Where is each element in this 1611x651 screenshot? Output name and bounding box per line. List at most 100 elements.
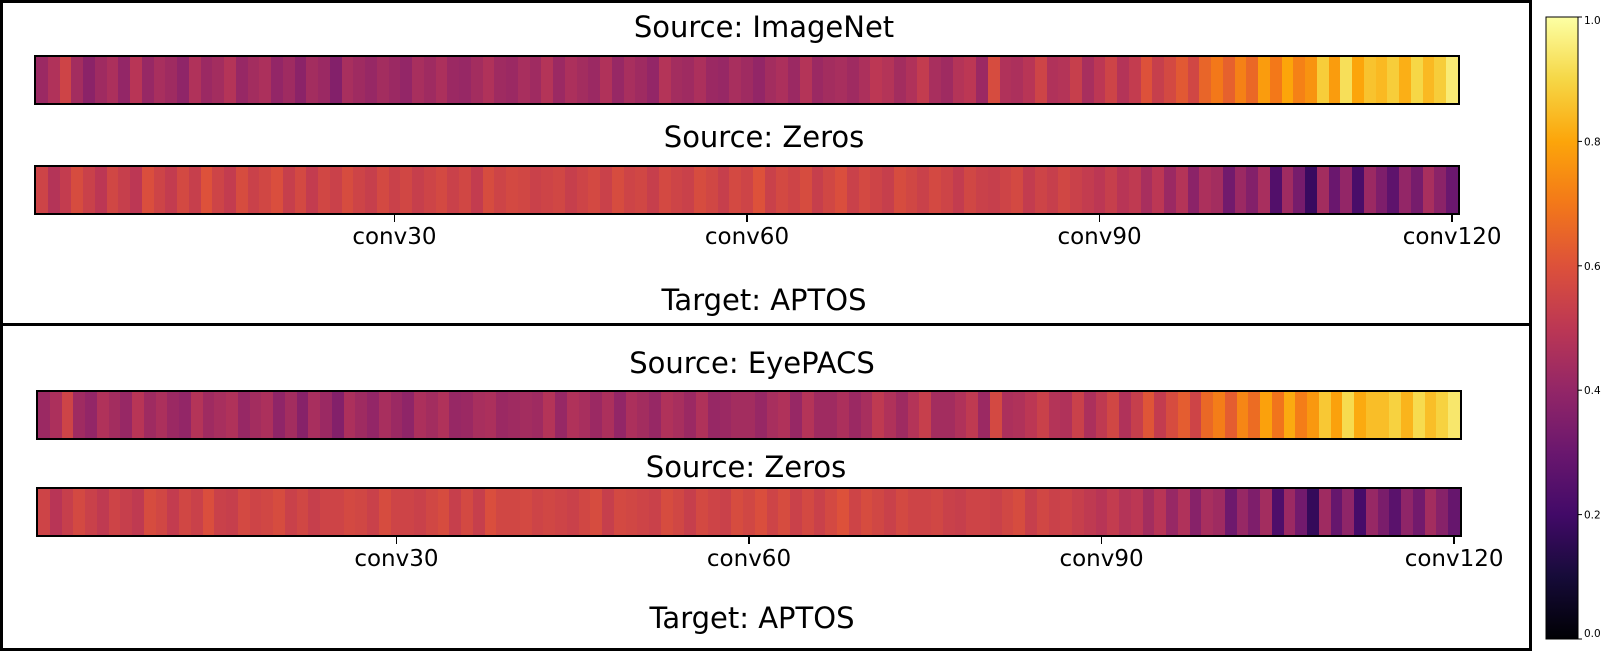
heatmap-cell [459,167,471,213]
heatmap-cell [611,167,624,213]
heatmap-cell [1013,489,1025,535]
x-tick-label: conv60 [706,546,792,572]
heatmap-cell [155,489,168,535]
heatmap-cell [788,167,800,213]
heatmap-cell [776,167,788,213]
heatmap-cell [1175,57,1188,103]
heatmap-cell [1095,489,1108,535]
heatmap-cell [1095,392,1108,438]
heatmap-cell [999,167,1012,213]
heatmap-cell [367,489,379,535]
heatmap-cell [367,392,379,438]
heatmap-cell [470,167,483,213]
heatmap-cell [952,167,965,213]
heatmap-cell [940,57,953,103]
heatmap-cell [73,392,85,438]
row-title-imagenet: Source: ImageNet [633,10,895,44]
heatmap-cell [1142,489,1155,535]
colorbar: 0.00.20.40.60.81.0 [1545,16,1601,640]
heatmap-cell [1424,489,1437,535]
heatmap-cell [684,489,696,535]
heatmap-cell [212,167,224,213]
panel-target-aptos-2 [0,323,1532,651]
heatmap-cell [1354,392,1366,438]
x-tick-mark [1098,215,1101,222]
heatmap-cell [130,57,142,103]
heatmap-cell [261,489,273,535]
heatmap-cell [588,167,600,213]
heatmap-cell [120,392,132,438]
heatmap-cell [837,489,849,535]
heatmap-cell [47,57,60,103]
heatmap-cell [400,57,412,103]
heatmap-cell [284,489,297,535]
heatmap-cell [118,167,130,213]
heatmap-cell [494,167,506,213]
heatmap-cell [38,489,50,535]
heatmap-cell [1034,57,1047,103]
heatmap-cell [602,489,614,535]
heatmap-cell [1412,392,1425,438]
heatmap-cell [952,57,965,103]
heatmap-cell [625,489,638,535]
heatmap-cell [212,57,224,103]
heatmap-cell [1389,489,1401,535]
heatmap-cell [132,392,144,438]
heatmap-cell [435,57,448,103]
heatmap-cell [506,167,518,213]
heatmap-cell [202,489,215,535]
heatmap-cell [1293,57,1305,103]
heatmap-cell [637,489,649,535]
heatmap-cell [1199,57,1211,103]
heatmap-cell [1354,489,1366,535]
heatmap-cell [402,392,414,438]
heatmap-cell [47,167,60,213]
heatmap-cell [1305,57,1317,103]
heatmap-cell [482,57,495,103]
heatmap-cell [1025,489,1037,535]
heatmap-cell [1328,57,1341,103]
heatmap-cell [461,392,473,438]
heatmap-cell [506,57,518,103]
heatmap-cell [1307,489,1319,535]
heatmap-cell [1446,167,1458,213]
heatmap-cell [893,167,906,213]
heatmap-cell [846,167,859,213]
heatmap-cell [719,489,732,535]
heatmap-cell [282,167,295,213]
heatmap-cell [425,392,438,438]
heatmap-cell [1293,167,1305,213]
heatmap-strip-zeros [34,165,1460,215]
heatmap-cell [531,489,544,535]
heatmap-cell [343,489,356,535]
heatmap-cell [132,489,144,535]
heatmap-cell [306,57,318,103]
heatmap-cell [801,392,814,438]
heatmap-cell [472,392,485,438]
heatmap-cell [353,57,365,103]
heatmap-cell [1048,489,1061,535]
heatmap-cell [635,167,647,213]
heatmap-cell [907,489,920,535]
heatmap-cell [224,57,236,103]
heatmap-cell [1260,392,1272,438]
heatmap-cell [882,57,894,103]
heatmap-cell [400,167,412,213]
heatmap-cell [1130,392,1143,438]
heatmap-cell [835,57,847,103]
heatmap-cell [1011,57,1023,103]
heatmap-cell [1269,57,1282,103]
heatmap-cell [459,57,471,103]
heatmap-cell [1107,489,1119,535]
heatmap-cell [529,57,542,103]
heatmap-cell [294,57,307,103]
heatmap-cell [235,57,248,103]
heatmap-cell [743,489,755,535]
heatmap-cell [1177,489,1190,535]
heatmap-cell [249,489,262,535]
heatmap-cell [660,392,673,438]
heatmap-cell [1434,57,1446,103]
heatmap-cell [508,489,520,535]
heatmap-cell [1140,57,1153,103]
heatmap-cell [870,57,882,103]
